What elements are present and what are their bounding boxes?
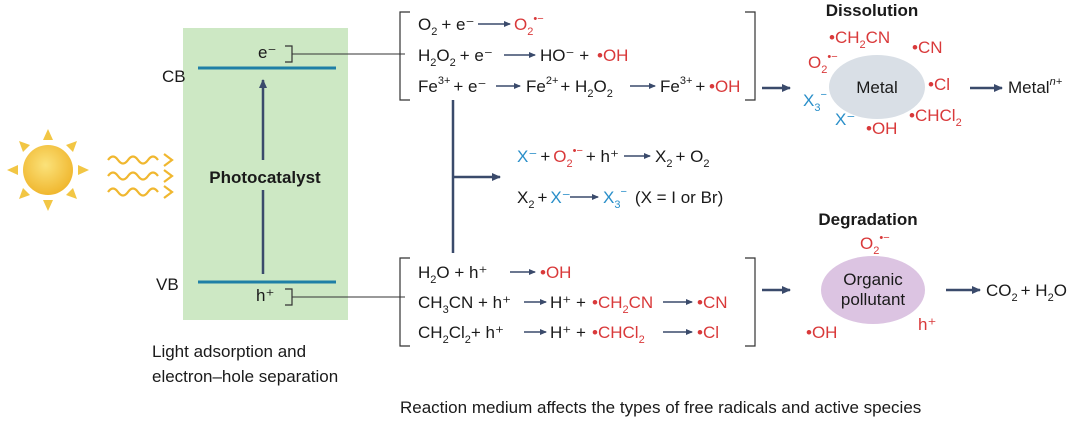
svg-text:Fe3++: Fe3++: [660, 75, 705, 96]
degradation-hole: h⁺: [918, 315, 936, 334]
reduction-reaction-3: Fe3++ e⁻ Fe2++ H2O2 Fe3++ •OH: [418, 75, 740, 100]
svg-text:•Cl: •Cl: [928, 75, 950, 94]
metal-blob: [829, 55, 925, 119]
svg-text:•OH: •OH: [540, 263, 571, 282]
sun-icon: [7, 129, 89, 211]
svg-text:H2O2+ e⁻: H2O2+ e⁻: [418, 46, 493, 69]
svg-text:•OH: •OH: [709, 77, 740, 96]
svg-text:•OH: •OH: [866, 119, 897, 138]
svg-text:O2•−: O2•−: [808, 51, 838, 76]
photocatalyst-panel: [183, 28, 348, 320]
reduction-bracket-left: [399, 11, 410, 101]
caption-line-1: Light adsorption and: [152, 342, 306, 361]
metal-ion-product: Metaln+: [1008, 76, 1063, 97]
svg-text:X2+ O2: X2+ O2: [655, 147, 709, 170]
oxidation-reaction-1: H2O + h⁺ •OH: [418, 263, 571, 286]
photocatalyst-label: Photocatalyst: [209, 168, 321, 187]
organic-pollutant-blob: [821, 256, 925, 324]
svg-text:•CHCl2: •CHCl2: [909, 106, 962, 129]
vb-label: VB: [156, 275, 179, 294]
oxidation-bracket-left: [399, 257, 410, 347]
svg-text:H2O + h⁺: H2O + h⁺: [418, 263, 487, 286]
cb-label: CB: [162, 67, 186, 86]
dissolution-species: •CH2CN •CN O2•− •Cl X3− X⁻ •OH •CHCl2: [803, 28, 962, 138]
svg-text:X⁻: X⁻: [835, 110, 855, 129]
reduction-reaction-1: O2+ e⁻ O2•−: [418, 13, 544, 38]
reduction-reaction-2: H2O2+ e⁻ HO⁻ + •OH: [418, 46, 628, 69]
electron-label: e⁻: [258, 43, 276, 62]
dissolution-title: Dissolution: [826, 1, 919, 20]
footer-caption: Reaction medium affects the types of fre…: [400, 398, 921, 417]
svg-text:X⁻+O2•−+ h⁺: X⁻+O2•−+ h⁺: [517, 145, 619, 170]
svg-text:CH3CN + h⁺: CH3CN + h⁺: [418, 293, 511, 316]
svg-text:O2+ e⁻: O2+ e⁻: [418, 15, 474, 38]
oxidation-reaction-2: CH3CN + h⁺ H⁺ + •CH2CN •CN: [418, 293, 728, 316]
svg-text:•CH2CN: •CH2CN: [829, 28, 890, 51]
svg-text:O2•−: O2•−: [514, 13, 544, 38]
svg-text:X3−(X = I or Br): X3−(X = I or Br): [603, 186, 723, 211]
svg-text:HO⁻ +: HO⁻ +: [540, 46, 589, 65]
svg-text:X3−: X3−: [803, 89, 827, 114]
svg-text:H⁺ +: H⁺ +: [550, 323, 586, 342]
organic-label-2: pollutant: [841, 290, 906, 309]
svg-text:•CH2CN: •CH2CN: [592, 293, 653, 316]
svg-text:H⁺ +: H⁺ +: [550, 293, 586, 312]
svg-text:Fe3++ e⁻: Fe3++ e⁻: [418, 75, 486, 96]
degradation-title: Degradation: [818, 210, 917, 229]
svg-text:•CHCl2: •CHCl2: [592, 323, 645, 346]
metal-label: Metal: [856, 78, 898, 97]
mineralization-product: CO2+ H2O: [986, 281, 1067, 304]
oxidation-bracket-right: [745, 257, 756, 347]
svg-text:•CN: •CN: [912, 38, 943, 57]
r1-o2: O: [418, 15, 431, 34]
svg-text:CH2Cl2+ h⁺: CH2Cl2+ h⁺: [418, 323, 504, 346]
svg-text:•OH: •OH: [597, 46, 628, 65]
svg-text:•Cl: •Cl: [697, 323, 719, 342]
degradation-superoxide: O2•−: [860, 232, 890, 257]
svg-text:Fe2++ H2O2: Fe2++ H2O2: [526, 75, 613, 100]
caption-line-2: electron–hole separation: [152, 367, 338, 386]
organic-label-1: Organic: [843, 270, 903, 289]
svg-text:•CN: •CN: [697, 293, 728, 312]
degradation-hydroxyl: •OH: [806, 323, 837, 342]
svg-text:X2+X⁻: X2+X⁻: [517, 188, 571, 211]
halide-reaction-2: X2+X⁻ X3−(X = I or Br): [517, 186, 723, 211]
hole-label: h⁺: [256, 286, 274, 305]
oxidation-reaction-3: CH2Cl2+ h⁺ H⁺ + •CHCl2 •Cl: [418, 323, 719, 346]
halide-reaction-1: X⁻+O2•−+ h⁺ X2+ O2: [517, 145, 709, 170]
reduction-bracket-right: [745, 11, 756, 101]
wavy-light-icon: [107, 153, 174, 199]
